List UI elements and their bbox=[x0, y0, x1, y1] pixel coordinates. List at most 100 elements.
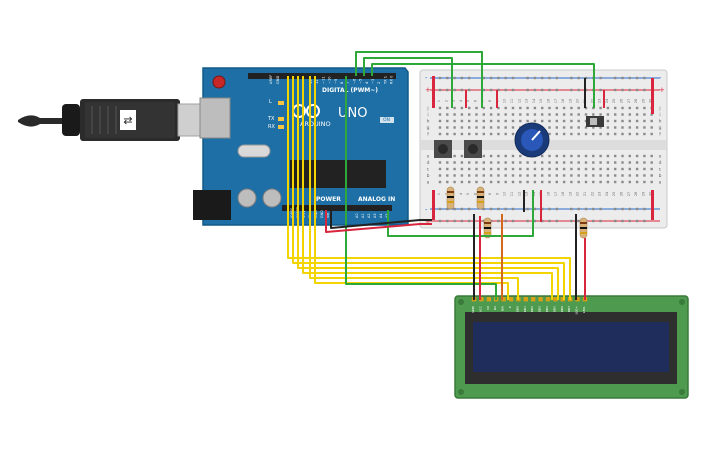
breadboard-hole[interactable] bbox=[541, 88, 544, 92]
breadboard-hole[interactable] bbox=[511, 154, 515, 158]
breadboard-hole[interactable] bbox=[533, 119, 537, 123]
breadboard-hole[interactable] bbox=[489, 207, 493, 211]
breadboard-hole[interactable] bbox=[489, 88, 493, 92]
breadboard-hole[interactable] bbox=[650, 119, 653, 123]
breadboard-hole[interactable] bbox=[453, 180, 456, 184]
breadboard-hole[interactable] bbox=[570, 132, 573, 136]
breadboard-hole[interactable] bbox=[628, 106, 631, 110]
breadboard-hole[interactable] bbox=[599, 219, 602, 223]
breadboard-hole[interactable] bbox=[489, 126, 493, 129]
lcd-pin[interactable] bbox=[538, 297, 543, 302]
breadboard-hole[interactable] bbox=[446, 119, 449, 123]
breadboard-hole[interactable] bbox=[635, 106, 639, 110]
breadboard-hole[interactable] bbox=[548, 88, 551, 92]
breadboard-hole[interactable] bbox=[548, 113, 551, 116]
breadboard-hole[interactable] bbox=[468, 180, 471, 184]
breadboard-hole[interactable] bbox=[570, 180, 573, 184]
breadboard-hole[interactable] bbox=[526, 88, 529, 92]
breadboard-hole[interactable] bbox=[460, 113, 464, 116]
breadboard-hole[interactable] bbox=[482, 106, 485, 110]
breadboard-hole[interactable] bbox=[614, 113, 617, 116]
breadboard-hole[interactable] bbox=[446, 126, 449, 129]
breadboard-hole[interactable] bbox=[519, 113, 522, 116]
breadboard-hole[interactable] bbox=[577, 132, 580, 136]
breadboard-hole[interactable] bbox=[548, 180, 551, 184]
breadboard-hole[interactable] bbox=[453, 88, 456, 92]
breadboard-hole[interactable] bbox=[497, 113, 500, 116]
breadboard-hole[interactable] bbox=[614, 88, 617, 92]
breadboard-hole[interactable] bbox=[592, 219, 595, 223]
breadboard-hole[interactable] bbox=[511, 126, 515, 129]
breadboard-hole[interactable] bbox=[504, 174, 507, 177]
breadboard-hole[interactable] bbox=[533, 207, 537, 211]
breadboard-hole[interactable] bbox=[446, 76, 449, 80]
breadboard-hole[interactable] bbox=[599, 180, 602, 184]
breadboard-hole[interactable] bbox=[482, 126, 485, 129]
breadboard-hole[interactable] bbox=[475, 167, 478, 171]
breadboard-hole[interactable] bbox=[635, 167, 639, 171]
breadboard-hole[interactable] bbox=[562, 174, 566, 177]
breadboard-hole[interactable] bbox=[446, 88, 449, 92]
breadboard-hole[interactable] bbox=[526, 161, 529, 164]
breadboard-hole[interactable] bbox=[533, 167, 537, 171]
breadboard-hole[interactable] bbox=[570, 174, 573, 177]
breadboard-hole[interactable] bbox=[614, 180, 617, 184]
breadboard-hole[interactable] bbox=[621, 88, 624, 92]
breadboard-hole[interactable] bbox=[621, 207, 624, 211]
breadboard-hole[interactable] bbox=[584, 154, 588, 158]
breadboard-hole[interactable] bbox=[504, 126, 507, 129]
breadboard-hole[interactable] bbox=[489, 161, 493, 164]
breadboard-hole[interactable] bbox=[614, 167, 617, 171]
breadboard-hole[interactable] bbox=[577, 154, 580, 158]
breadboard-hole[interactable] bbox=[541, 174, 544, 177]
breadboard-hole[interactable] bbox=[475, 161, 478, 164]
breadboard-hole[interactable] bbox=[606, 119, 610, 123]
breadboard-hole[interactable] bbox=[614, 126, 617, 129]
lcd-pin[interactable] bbox=[560, 297, 565, 302]
breadboard-hole[interactable] bbox=[446, 180, 449, 184]
breadboard-hole[interactable] bbox=[438, 207, 442, 211]
breadboard-hole[interactable] bbox=[599, 161, 602, 164]
breadboard-hole[interactable] bbox=[468, 88, 471, 92]
breadboard-hole[interactable] bbox=[584, 207, 588, 211]
breadboard-hole[interactable] bbox=[482, 113, 485, 116]
breadboard-hole[interactable] bbox=[577, 119, 580, 123]
breadboard-hole[interactable] bbox=[511, 106, 515, 110]
breadboard-hole[interactable] bbox=[453, 106, 456, 110]
breadboard-hole[interactable] bbox=[650, 161, 653, 164]
breadboard-hole[interactable] bbox=[460, 167, 464, 171]
breadboard-hole[interactable] bbox=[643, 126, 646, 129]
reset-button[interactable] bbox=[212, 75, 226, 89]
breadboard-hole[interactable] bbox=[592, 161, 595, 164]
breadboard-hole[interactable] bbox=[526, 219, 529, 223]
breadboard-hole[interactable] bbox=[584, 113, 588, 116]
breadboard-hole[interactable] bbox=[460, 219, 464, 223]
breadboard-hole[interactable] bbox=[511, 113, 515, 116]
breadboard-hole[interactable] bbox=[548, 161, 551, 164]
breadboard-hole[interactable] bbox=[592, 126, 595, 129]
breadboard-hole[interactable] bbox=[577, 167, 580, 171]
breadboard-hole[interactable] bbox=[438, 180, 442, 184]
breadboard-hole[interactable] bbox=[504, 113, 507, 116]
breadboard-hole[interactable] bbox=[533, 161, 537, 164]
breadboard-hole[interactable] bbox=[650, 154, 653, 158]
breadboard-hole[interactable] bbox=[519, 174, 522, 177]
lcd-pin[interactable] bbox=[486, 297, 491, 302]
breadboard-hole[interactable] bbox=[468, 76, 471, 80]
breadboard-hole[interactable] bbox=[621, 174, 624, 177]
breadboard-hole[interactable] bbox=[526, 174, 529, 177]
breadboard-hole[interactable] bbox=[621, 161, 624, 164]
breadboard-hole[interactable] bbox=[497, 154, 500, 158]
breadboard-hole[interactable] bbox=[497, 126, 500, 129]
breadboard-hole[interactable] bbox=[504, 167, 507, 171]
breadboard-hole[interactable] bbox=[606, 174, 610, 177]
breadboard-hole[interactable] bbox=[460, 106, 464, 110]
breadboard-hole[interactable] bbox=[555, 161, 558, 164]
breadboard-hole[interactable] bbox=[438, 113, 442, 116]
breadboard-hole[interactable] bbox=[584, 180, 588, 184]
breadboard-hole[interactable] bbox=[577, 219, 580, 223]
breadboard-hole[interactable] bbox=[650, 132, 653, 136]
breadboard-hole[interactable] bbox=[570, 219, 573, 223]
breadboard-hole[interactable] bbox=[584, 161, 588, 164]
breadboard-hole[interactable] bbox=[555, 76, 558, 80]
